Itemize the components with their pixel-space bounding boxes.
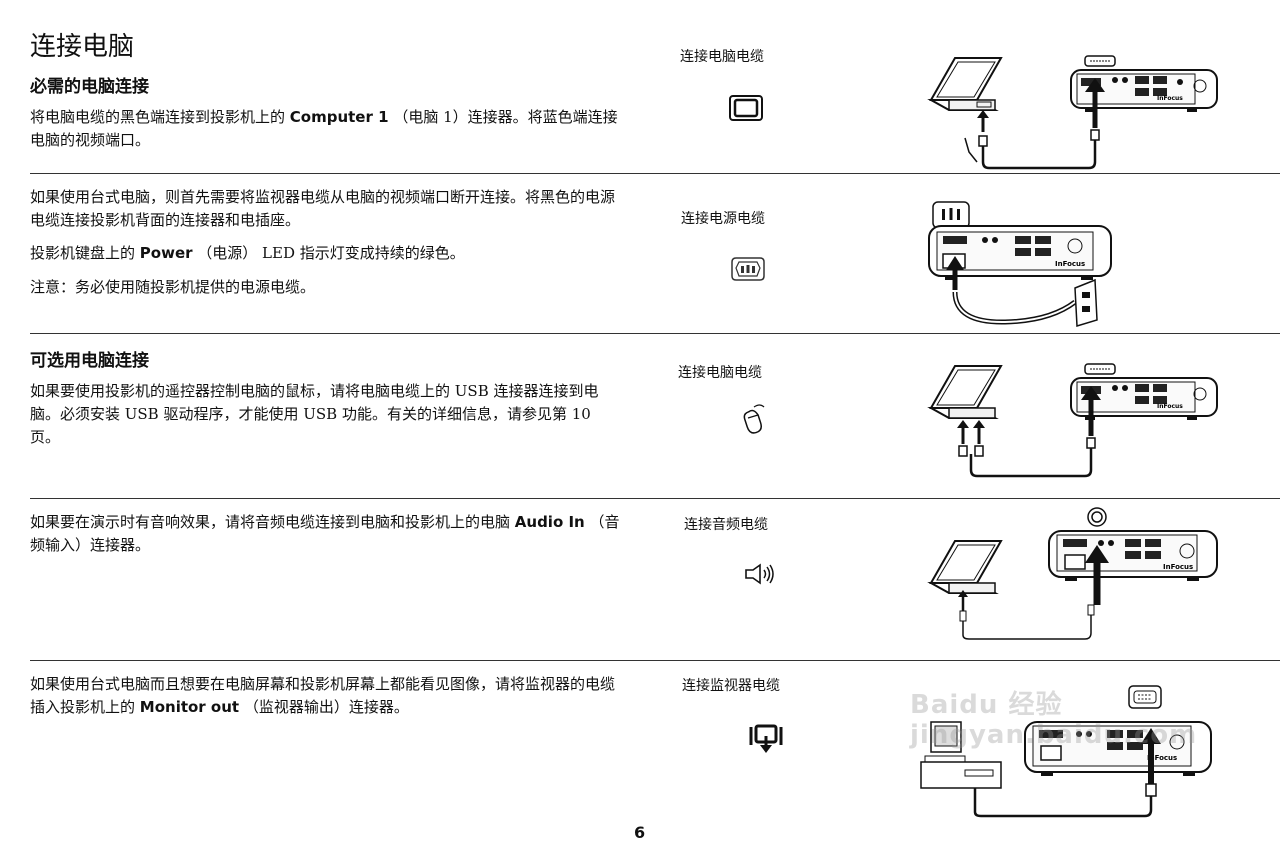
laptop-image: [927, 365, 1003, 419]
page-title: 连接电脑: [30, 32, 135, 62]
section-2-para-3: 注意：务必使用随投影机提供的电源电缆。: [30, 278, 316, 296]
section-5-para-1: 如果使用台式电脑而且想要在电脑屏幕和投影机屏幕上都能看见图像，请将监视器的电缆插…: [30, 675, 616, 716]
power-plug-icon: [730, 256, 766, 286]
section-divider-3: [30, 498, 1280, 499]
section-divider-1: [30, 173, 1280, 174]
speaker-icon: [744, 563, 776, 589]
vga-connector-icon: [1084, 55, 1116, 67]
monitor-icon: [729, 95, 763, 125]
vga-connector-icon: [1084, 363, 1116, 375]
section-1-para-1: 将电脑电缆的黑色端连接到投影机上的 Computer 1 （电脑 1）连接器。将…: [30, 108, 618, 149]
section-3-subheading: 可选用电脑连接: [30, 351, 149, 371]
section-2-para-1: 如果使用台式电脑，则首先需要将监视器电缆从电脑的视频端口断开连接。将黑色的电源电…: [30, 188, 616, 229]
brand-label: InFocus: [1157, 95, 1183, 102]
laptop-image: [927, 57, 1003, 111]
audio-jack-icon: [1087, 507, 1107, 527]
section-1-subheading: 必需的电脑连接: [30, 77, 149, 97]
section-divider-2: [30, 333, 1280, 334]
section-4-label: 连接音频电缆: [684, 517, 768, 533]
section-3-label: 连接电脑电缆: [678, 365, 762, 381]
audio-cable-diagram: InFocus: [925, 505, 1225, 654]
projector-image: InFocus: [1024, 721, 1212, 776]
watermark: Baidu 经验 jingyan.baidu.com: [910, 690, 1198, 750]
vga-connector-icon: [1128, 685, 1162, 709]
projector-image: InFocus: [1048, 530, 1218, 581]
mouse-icon: [743, 403, 766, 439]
power-cable-diagram: InFocus: [925, 198, 1125, 334]
computer-cable-diagram-2: InFocus: [925, 360, 1225, 489]
brand-label: InFocus: [1055, 260, 1085, 268]
section-4-para-1: 如果要在演示时有音响效果，请将音频电缆连接到电脑和投影机上的电脑 Audio I…: [30, 513, 620, 554]
section-1-label: 连接电脑电缆: [680, 49, 764, 65]
brand-label: InFocus: [1157, 403, 1183, 410]
section-5-label: 连接监视器电缆: [682, 678, 780, 694]
section-divider-4: [30, 660, 1280, 661]
brand-label: InFocus: [1147, 754, 1177, 762]
section-2-label: 连接电源电缆: [681, 211, 765, 227]
page-number: 6: [634, 823, 646, 842]
power-socket-icon: [932, 201, 970, 229]
section-2-para-2: 投影机键盘上的 Power （电源） LED 指示灯变成持续的绿色。: [30, 244, 465, 262]
section-3-para-1: 如果要使用投影机的遥控器控制电脑的鼠标，请将电脑电缆上的 USB 连接器连接到电…: [30, 382, 599, 446]
monitor-cable-diagram: InFocus: [915, 680, 1215, 824]
laptop-image: [927, 540, 1003, 594]
wall-outlet-icon: [1074, 278, 1098, 327]
brand-label: InFocus: [1163, 563, 1193, 571]
monitor-out-icon: [748, 723, 784, 757]
computer-cable-diagram-1: InFocus: [925, 52, 1225, 181]
desktop-monitor-image: [920, 721, 1002, 789]
projector-image: InFocus: [928, 225, 1112, 280]
